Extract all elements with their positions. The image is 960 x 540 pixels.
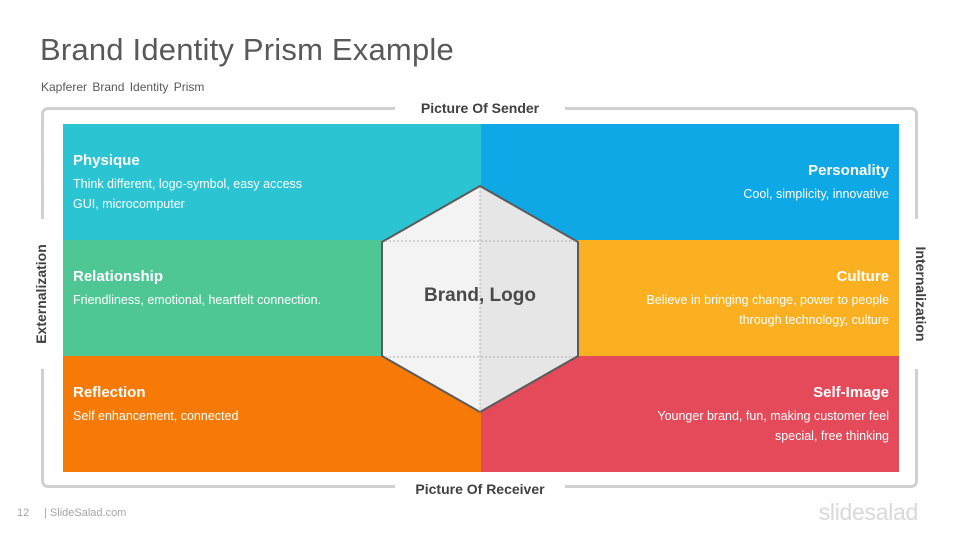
- personality-line: Cool, simplicity, innovative: [743, 187, 889, 201]
- reflection-description: Self enhancement, connected: [73, 406, 471, 426]
- slide-title: Brand Identity Prism Example: [40, 32, 454, 67]
- culture-heading: Culture: [836, 268, 890, 285]
- self-image-line: Younger brand, fun, making customer feel: [657, 409, 889, 423]
- culture-line: through technology, culture: [739, 313, 889, 327]
- reflection-line: Self enhancement, connected: [73, 409, 239, 423]
- relationship-description: Friendliness, emotional, heartfelt conne…: [73, 290, 471, 310]
- physique-line: GUI, microcomputer: [73, 197, 185, 211]
- self-image-cell: Self-Image Younger brand, fun, making cu…: [481, 356, 899, 472]
- physique-cell: Physique Think different, logo-symbol, e…: [63, 124, 481, 240]
- picture-of-sender-label: Picture Of Sender: [395, 98, 565, 118]
- picture-of-receiver-label: Picture Of Receiver: [395, 479, 565, 499]
- self-image-description: Younger brand, fun, making customer feel…: [491, 406, 889, 446]
- personality-cell: Personality Cool, simplicity, innovative: [481, 124, 899, 240]
- culture-description: Believe in bringing change, power to peo…: [491, 290, 889, 330]
- brand-hexagon: [377, 183, 583, 415]
- page-number: 12: [17, 507, 30, 519]
- internalization-label: Internalization: [909, 219, 933, 369]
- culture-line: Believe in bringing change, power to peo…: [646, 293, 889, 307]
- physique-heading: Physique: [73, 152, 140, 169]
- hexagon-guides: [382, 186, 578, 412]
- self-image-heading: Self-Image: [813, 384, 889, 401]
- slidesalad-logo: slidesalad: [818, 499, 919, 525]
- brand-logo-label: Brand, Logo: [424, 285, 536, 306]
- relationship-line: Friendliness, emotional, heartfelt conne…: [73, 293, 322, 307]
- reflection-heading: Reflection: [73, 384, 146, 401]
- slide-subtitle: Kapferer Brand Identity Prism: [41, 80, 205, 94]
- personality-description: Cool, simplicity, innovative: [491, 184, 889, 204]
- relationship-heading: Relationship: [73, 268, 164, 285]
- reflection-cell: Reflection Self enhancement, connected: [63, 356, 481, 472]
- physique-line: Think different, logo-symbol, easy acces…: [73, 177, 303, 191]
- physique-description: Think different, logo-symbol, easy acces…: [73, 174, 471, 214]
- self-image-line: special, free thinking: [775, 429, 889, 443]
- externalization-label: Externalization: [29, 219, 53, 369]
- hexagon-shape: [381, 185, 579, 413]
- footer-site-link[interactable]: | SlideSalad.com: [44, 507, 127, 519]
- personality-heading: Personality: [808, 162, 889, 179]
